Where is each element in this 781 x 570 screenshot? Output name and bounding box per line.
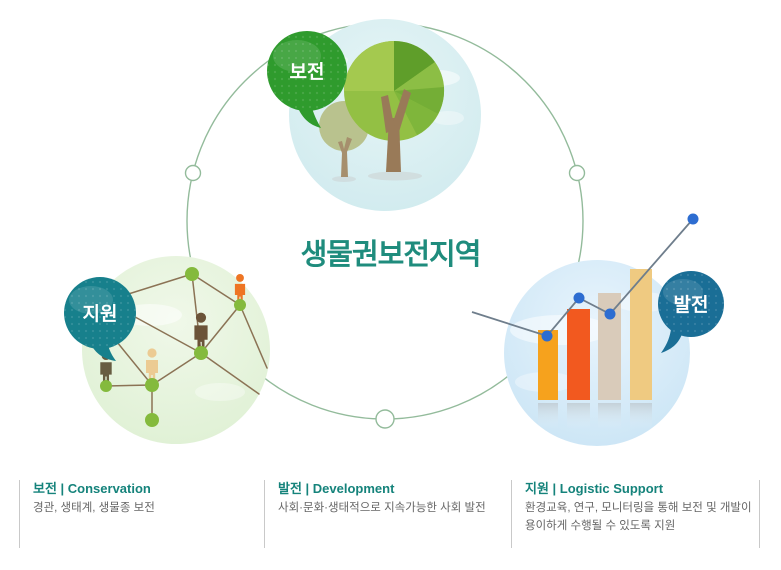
legend-item-development: 발전 | Development 사회·문화·생태적으로 지속가능한 사회 발전 (264, 480, 511, 548)
tree-reflection (332, 176, 356, 182)
page-title: 생물권보전지역 (300, 239, 482, 271)
trend-dot (541, 330, 553, 342)
development-bubble: 발전 (658, 271, 724, 353)
legend: 보전 | Conservation 경관, 생태계, 생물종 보전 발전 | D… (0, 478, 781, 550)
bar-reflection (630, 403, 652, 429)
legend-desc: 환경교육, 연구, 모니터링을 통해 보전 및 개발이 용이하게 수행될 수 있… (525, 502, 752, 532)
trend-dot (573, 292, 585, 304)
cloud-shape (432, 111, 464, 125)
bubble-label-development: 발전 (674, 294, 709, 316)
trend-dot (687, 213, 699, 225)
legend-title: 발전 | Development (278, 481, 395, 496)
bar-reflection (598, 403, 621, 429)
development-circle (504, 260, 690, 446)
ring-node (184, 164, 202, 182)
ring-node (568, 164, 586, 182)
bar-reflection (538, 403, 558, 429)
bar (598, 293, 621, 400)
bubble-label-conservation: 보전 (290, 61, 325, 83)
bar (630, 269, 652, 400)
legend-desc: 사회·문화·생태적으로 지속가능한 사회 발전 (278, 502, 486, 514)
conservation-bubble: 보전 (267, 31, 347, 128)
ring-node (375, 409, 395, 429)
bar-chart-icon (471, 213, 699, 429)
speech-bubble-tail (661, 329, 683, 353)
tree-icon (344, 40, 445, 172)
legend-title: 지원 | Logistic Support (525, 481, 664, 496)
bar-reflection (567, 403, 590, 429)
legend-desc: 경관, 생태계, 생물종 보전 (33, 502, 155, 514)
legend-item-support: 지원 | Logistic Support 환경교육, 연구, 모니터링을 통해… (511, 480, 757, 548)
people-network-icon (105, 273, 268, 421)
tree-reflection (368, 171, 422, 181)
legend-title: 보전 | Conservation (33, 481, 151, 496)
trend-dot (604, 308, 616, 320)
bar (538, 330, 558, 400)
divider (759, 480, 760, 548)
network-nodes (100, 267, 246, 427)
cloud-shape (195, 383, 245, 401)
bubble-label-support: 지원 (83, 303, 118, 325)
support-bubble: 지원 (64, 277, 136, 361)
bar (567, 309, 590, 400)
legend-item-conservation: 보전 | Conservation 경관, 생태계, 생물종 보전 (19, 480, 264, 548)
